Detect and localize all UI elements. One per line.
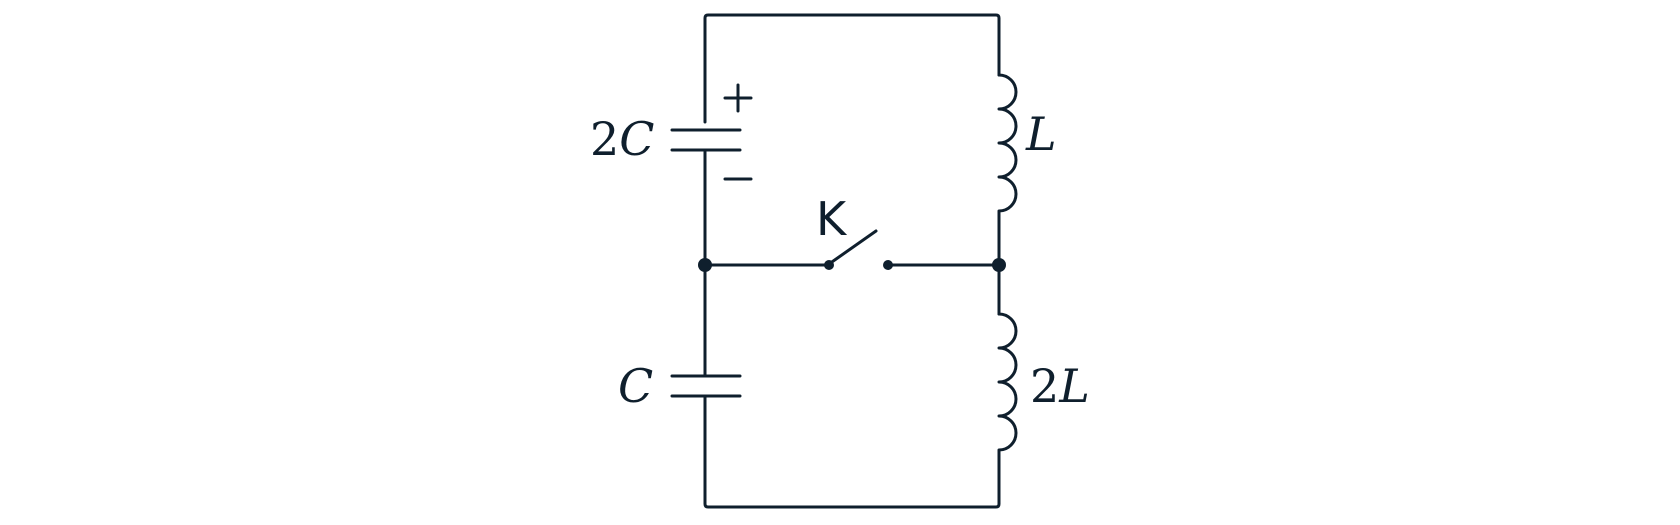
inductor-l: L: [997, 73, 1057, 217]
inductor-l-label: L: [1025, 107, 1057, 161]
wires: [703, 13, 1001, 509]
wire-top: [703, 13, 1001, 124]
capacitor-2c: 2C: [590, 83, 753, 181]
capacitor-c-label: C: [618, 359, 653, 413]
capacitor-2c-label-variable: C: [619, 112, 654, 166]
junction-right: [992, 258, 1006, 272]
switch-k-contact-right: [883, 260, 893, 270]
capacitor-2c-label-number: 2: [590, 112, 619, 166]
capacitor-c-label-variable: C: [618, 359, 653, 413]
inductor-2l-label: 2L: [1030, 359, 1090, 413]
inductor-l-coil: [997, 73, 1018, 217]
capacitor-c: C: [618, 359, 742, 413]
switch-k: K: [816, 192, 893, 270]
switch-k-contact-left: [824, 260, 834, 270]
inductor-2l-label-number: 2: [1030, 359, 1059, 413]
inductor-l-label-variable: L: [1025, 107, 1057, 161]
inductor-2l: 2L: [997, 312, 1090, 457]
junctions: [698, 258, 1006, 272]
switch-k-blade: [827, 229, 878, 266]
inductor-2l-label-variable: L: [1058, 359, 1090, 413]
junction-left: [698, 258, 712, 272]
switch-k-label: K: [816, 192, 848, 246]
wire-left-bottom: [703, 395, 1001, 509]
inductor-2l-coil: [997, 312, 1018, 457]
capacitor-2c-label: 2C: [590, 112, 654, 166]
